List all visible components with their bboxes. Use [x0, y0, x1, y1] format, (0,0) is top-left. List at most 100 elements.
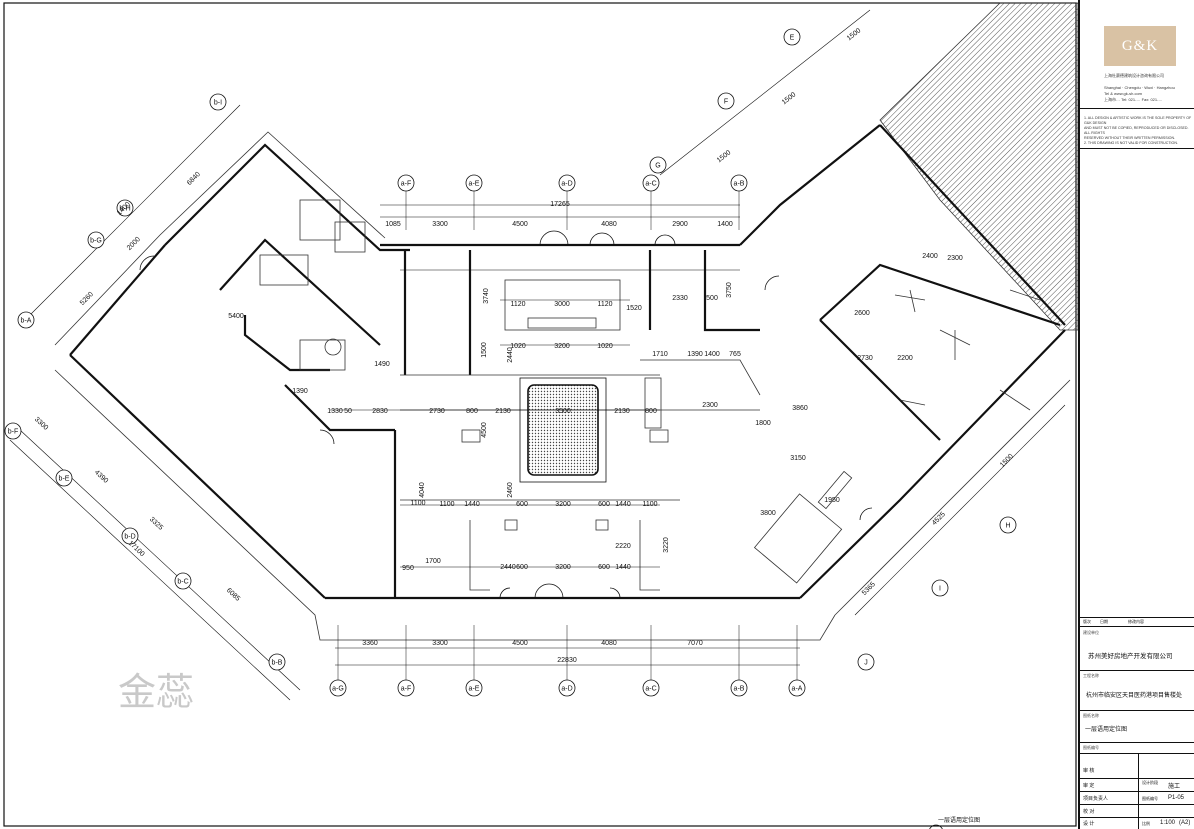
dim-label: 2830 [372, 408, 388, 415]
note-line: 2. THIS DRAWING IS NOT VALID FOR CONSTRU… [1084, 141, 1178, 145]
dim-label: 1400 [717, 221, 733, 228]
client-name: 苏州美好房地产开发有限公司 [1088, 653, 1173, 660]
grid-bubble: a-F [401, 686, 412, 693]
tb-rule [1080, 617, 1194, 618]
grid-bubble-circle [649, 156, 667, 174]
company-name: 上海杜赛德建筑设计咨询有限公司 [1104, 73, 1164, 78]
central-feature-frame [519, 377, 607, 483]
dim-label: 600 [516, 501, 528, 508]
dim-label: 3740 [483, 288, 490, 304]
dim-label: 7070 [687, 640, 703, 647]
dim-label: 1440 [615, 501, 631, 508]
canopy-hatch [879, 2, 1078, 331]
grid-bubbles-right: E F G H I J [649, 28, 1017, 671]
grid-bubbles-left: b-Fb-Eb-Db-Cb-Bb-A [4, 311, 286, 671]
dim-label: 1500 [846, 27, 863, 42]
role-design: 设 计 [1083, 821, 1095, 827]
dim-label: 3200 [555, 501, 571, 508]
dim-label: 3300 [432, 640, 448, 647]
dim-label: 1120 [597, 301, 612, 308]
building-walls [69, 124, 1066, 600]
dim-label: 3860 [792, 405, 808, 412]
sheet-border [3, 2, 1077, 827]
grid-bubble: a-A [792, 686, 803, 693]
dim-label: 5365 [861, 581, 877, 597]
dim-label: 4390 [93, 469, 109, 485]
grid-bubble: I [939, 586, 941, 593]
grid-bubble: b-C [177, 579, 188, 586]
dim-label: 600 [598, 564, 610, 571]
dim-label: 1500 [481, 342, 488, 358]
dim-label: 1120 [510, 301, 525, 308]
grid-bubble: F [724, 99, 728, 106]
dim-label: 1700 [425, 558, 441, 565]
dim-label: 3300 [432, 221, 448, 228]
grid-bubble-circle [788, 679, 806, 697]
grid-bubble: E [790, 35, 795, 42]
grid-bubble: H [1005, 523, 1010, 530]
role-review: 审 核 [1083, 768, 1095, 774]
grid-bubble-circle [931, 579, 949, 597]
drawing-name: 一层语用定位图 [1085, 727, 1128, 733]
dim-label: 1950 [824, 497, 840, 504]
dim-label: 2130 [614, 408, 630, 415]
dim-label: 3800 [760, 510, 776, 517]
rev-header-date: 日期 [1100, 619, 1108, 624]
tb-rule [1080, 710, 1194, 711]
dim-label: 4080 [601, 640, 617, 647]
dim-label: 2730 [429, 408, 445, 415]
grid-bubble: G [655, 163, 660, 170]
dim-label: 2220 [615, 543, 631, 550]
dim-label: 600 [598, 501, 610, 508]
dim-label: 2400 [922, 253, 938, 260]
dim-label: 2900 [672, 221, 688, 228]
grid-bubble-circle [55, 469, 73, 487]
dim-label: 2300 [702, 402, 718, 409]
company-logo: G&K [1104, 26, 1176, 66]
dim-label: 1100 [642, 501, 657, 508]
company-services: Shanghai · Chengdu · Wuxi · Hangzhou [1104, 85, 1175, 90]
dim-label: 950 [402, 565, 414, 572]
grid-bubble-circle [999, 516, 1017, 534]
grid-bubble: b-B [272, 660, 283, 667]
dim-label: 600 [516, 564, 528, 571]
dim-label: 17265 [550, 201, 570, 208]
dim-label: 50 [344, 408, 352, 415]
notes: 1. ALL DESIGN & ARTISTIC WORK IS THE SOL… [1084, 116, 1192, 146]
grid-bubble-circle [116, 199, 134, 217]
tb-rule [1080, 817, 1194, 818]
client-label: 建设单位 [1083, 630, 1099, 635]
dim-label: 3325 [148, 516, 164, 532]
dim-label: 1800 [755, 420, 771, 427]
dim-label: 2300 [947, 255, 963, 262]
grid-bubble: b-F [8, 429, 19, 436]
grid-bubble-circle [4, 422, 22, 440]
grid-bubble-circle [642, 679, 660, 697]
dim-label: 1020 [510, 343, 526, 350]
dim-label: 4500 [512, 640, 528, 647]
tb-rule [1080, 804, 1194, 805]
dim-label: 800 [645, 408, 657, 415]
drawing-label: 图纸名称 [1083, 713, 1099, 718]
grid-bubble-circle [642, 174, 660, 192]
role-check: 校 对 [1083, 809, 1095, 815]
grid-bubbles-upper-left: b-Ib-Hb-G [87, 93, 227, 249]
dim-label: 3000 [554, 301, 570, 308]
scale-value: 1:100 [1160, 820, 1176, 826]
dim-label: 1400 [704, 351, 720, 358]
grid-bubble-circle [174, 572, 192, 590]
dim-label: 3500 [555, 408, 571, 415]
grid-bubble: b-H [119, 206, 130, 213]
dim-label: 3150 [790, 455, 806, 462]
role-lead: 项目负责人 [1083, 796, 1109, 802]
title-block: G&K 上海杜赛德建筑设计咨询有限公司 Shanghai · Chengdu ·… [1078, 0, 1194, 829]
grid-bubble: J [864, 660, 868, 667]
grid-bubble-circle [121, 527, 139, 545]
dim-label: 17100 [127, 540, 146, 558]
dim-label: 22830 [557, 657, 577, 664]
dim-label: 765 [729, 351, 741, 358]
dim-label: 1500 [716, 149, 733, 164]
dim-label: 1330 [327, 408, 343, 415]
